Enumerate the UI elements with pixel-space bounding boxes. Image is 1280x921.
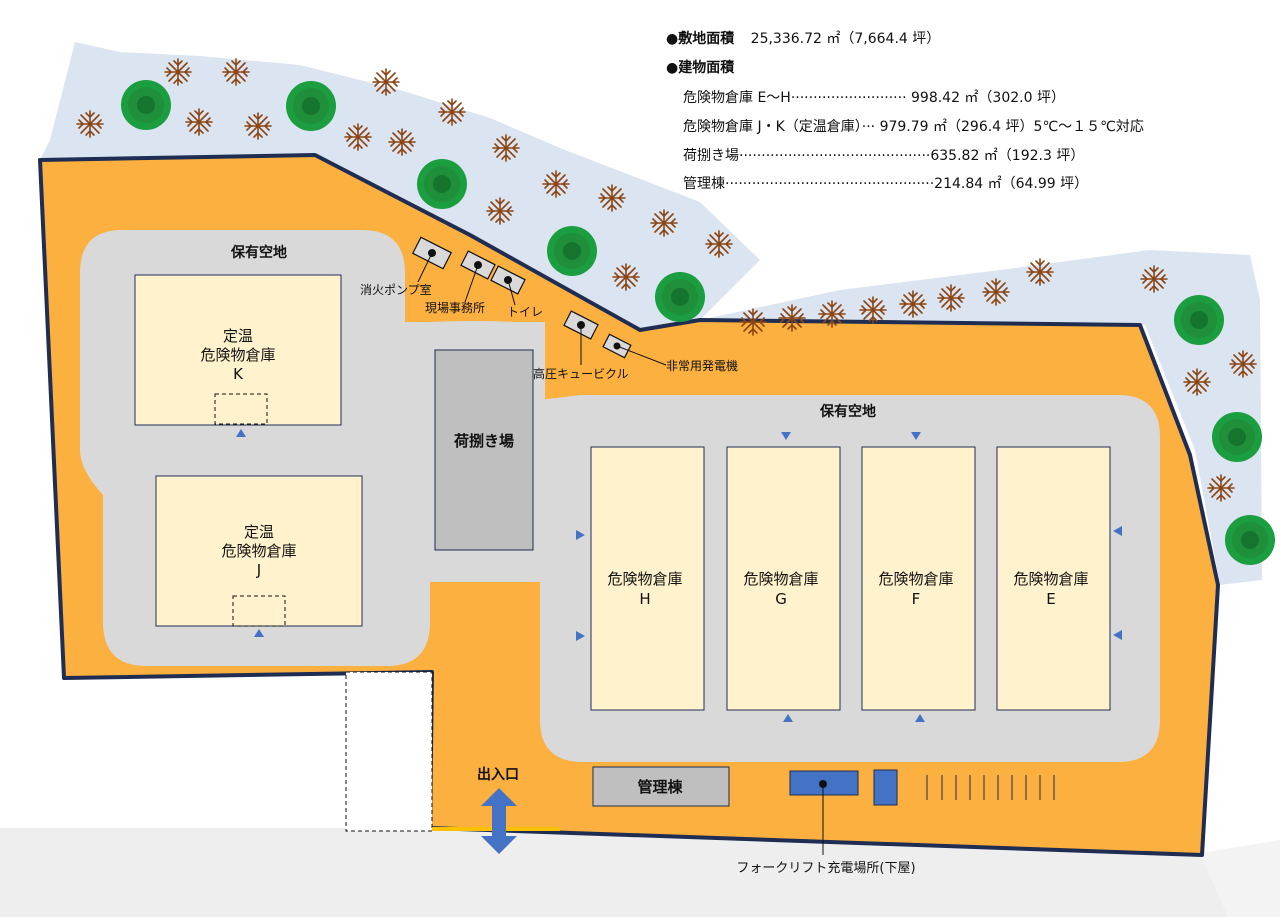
loading-area-label: 荷捌き場 xyxy=(454,432,514,450)
building-area-line: ●建物面積 xyxy=(666,59,734,77)
door-arrow xyxy=(254,629,264,637)
leader-lines xyxy=(417,252,667,366)
building-row-name: 危険物倉庫 J・K（定温倉庫） xyxy=(683,119,862,135)
door-arrow xyxy=(1113,526,1122,536)
site-area-value: 25,336.72 ㎡（7,664.4 坪） xyxy=(750,31,941,47)
building-row-dots: ··· xyxy=(861,119,876,135)
building-row-dots: ········································… xyxy=(725,176,935,192)
site-office-label: 現場事務所 xyxy=(425,301,485,315)
warehouse-h-label-2: H xyxy=(639,590,650,608)
road xyxy=(0,828,1228,917)
building-row-value: 214.84 ㎡（64.99 坪） xyxy=(934,176,1089,192)
open-space-right-label: 保有空地 xyxy=(819,403,876,420)
building-row-value: 635.82 ㎡（192.3 坪） xyxy=(930,148,1085,164)
warehouse-g-label-2: G xyxy=(775,590,787,608)
loading-area xyxy=(434,349,534,551)
building-row-name: 管理棟 xyxy=(683,176,725,192)
forklift-charging-label: フォークリフト充電場所(下屋) xyxy=(736,860,915,876)
entrance-arrow xyxy=(481,788,517,854)
admin-building-label: 管理棟 xyxy=(637,778,683,796)
door-arrow xyxy=(576,530,585,540)
entrance-label: 出入口 xyxy=(477,766,519,783)
building-row-value: 979.79 ㎡（296.4 坪）5℃〜１５℃対応 xyxy=(879,119,1144,135)
door-arrow xyxy=(783,714,793,722)
warehouse-h xyxy=(590,446,705,711)
warehouse-j-label-2: 危険物倉庫 xyxy=(221,542,296,560)
warehouse-e-label-2: E xyxy=(1046,590,1055,608)
toilet-label: トイレ xyxy=(507,305,543,319)
warehouse-h-label-1: 危険物倉庫 xyxy=(607,570,682,588)
warehouse-k-label-1: 定温 xyxy=(223,327,253,345)
site-area-label: ●敷地面積 xyxy=(666,31,735,47)
door-arrow xyxy=(915,714,925,722)
open-space-left-label: 保有空地 xyxy=(230,244,287,261)
warehouse-k xyxy=(134,274,342,426)
building-row-name: 荷捌き場 xyxy=(683,148,739,164)
plan-labels: 保有空地 保有空地 定温 危険物倉庫 K 定温 危険物倉庫 J 危険物倉庫 H … xyxy=(200,244,1088,876)
building-row-dots: ·························· xyxy=(790,90,907,106)
building-row-name: 危険物倉庫 E〜H xyxy=(683,90,791,106)
warehouse-f-label-2: F xyxy=(912,590,921,608)
warehouse-k-label-2: 危険物倉庫 xyxy=(200,346,275,364)
building-row: 危険物倉庫 J・K（定温倉庫）··· 979.79 ㎡（296.4 坪）5℃〜１… xyxy=(683,118,1144,136)
door-arrow xyxy=(576,631,585,641)
door-arrow xyxy=(911,432,921,440)
building-row: 荷捌き場····································… xyxy=(683,147,1084,165)
pump-room-label: 消火ポンプ室 xyxy=(360,282,432,297)
road-right xyxy=(1200,840,1280,917)
building-area-label: ●建物面積 xyxy=(666,60,735,76)
hv-cubicle-label: 高圧キュービクル xyxy=(533,366,629,381)
warehouse-j xyxy=(155,475,363,627)
warehouse-g xyxy=(726,446,841,711)
warehouse-j-door xyxy=(232,595,286,627)
warehouse-j-label-3: J xyxy=(256,561,261,579)
admin-building xyxy=(592,766,730,807)
warehouse-k-door xyxy=(214,393,268,425)
door-arrow xyxy=(781,432,791,440)
door-arrow xyxy=(236,429,246,437)
door-arrows xyxy=(236,429,1122,722)
parking-stripes xyxy=(926,775,1055,800)
warehouse-f-label-1: 危険物倉庫 xyxy=(878,570,953,588)
greenery-area-right xyxy=(700,250,1262,585)
building-row: 危険物倉庫 E〜H·························· 998.… xyxy=(683,89,1065,107)
door-arrow xyxy=(1113,630,1122,640)
warehouse-e-label-1: 危険物倉庫 xyxy=(1013,570,1088,588)
generator-label: 非常用発電機 xyxy=(666,358,738,373)
forklift-charger-b xyxy=(873,769,898,806)
building-row-dots: ········································… xyxy=(739,148,931,164)
warehouse-j-label-1: 定温 xyxy=(244,523,274,541)
warehouse-f xyxy=(861,446,976,711)
building-row: 管理棟·····································… xyxy=(683,175,1088,193)
warehouse-e xyxy=(996,446,1111,711)
warehouse-k-label-3: K xyxy=(233,365,244,383)
warehouse-g-label-1: 危険物倉庫 xyxy=(743,570,818,588)
building-row-value: 998.42 ㎡（302.0 坪） xyxy=(911,90,1065,106)
adjacent-lot xyxy=(345,671,433,832)
site-area-line: ●敷地面積 25,336.72 ㎡（7,664.4 坪） xyxy=(666,30,940,48)
